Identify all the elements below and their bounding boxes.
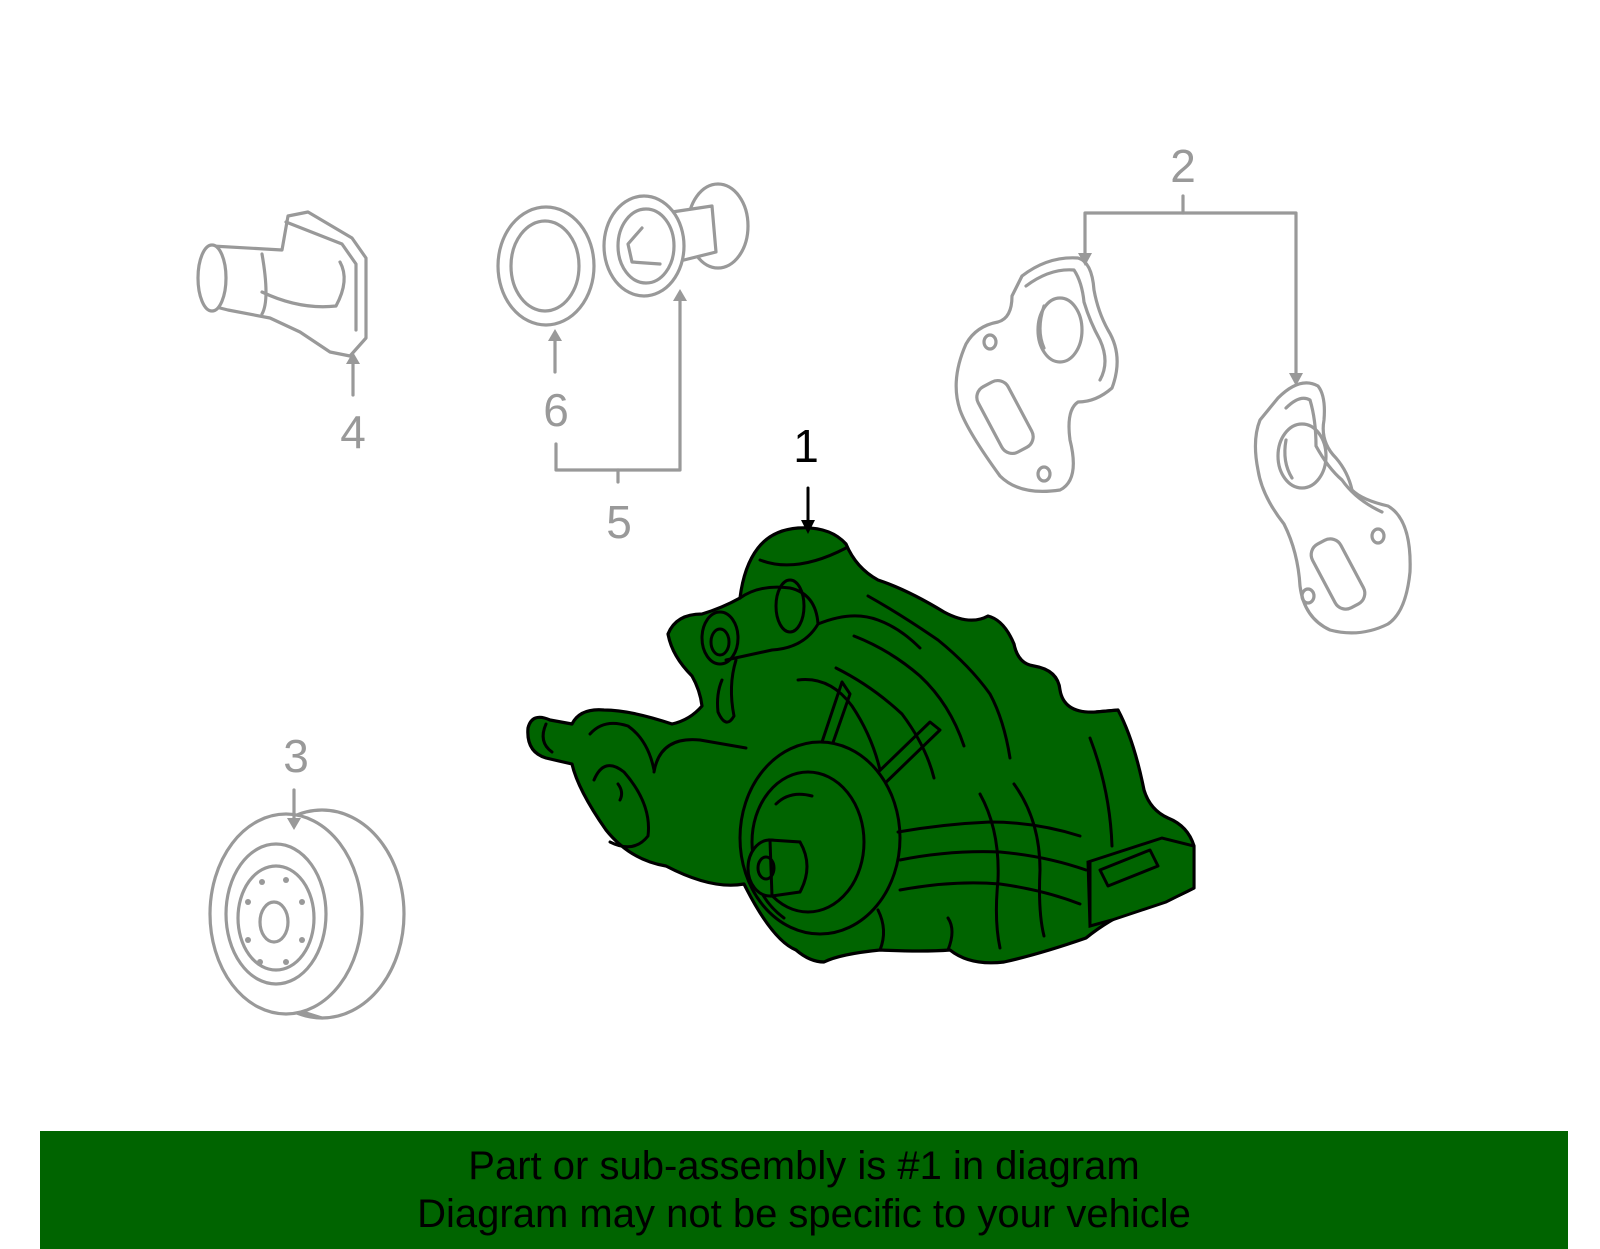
callout-4-leader [346, 352, 360, 397]
callout-2-leader [1078, 194, 1303, 386]
part-2-gasket-lower[interactable] [1253, 381, 1412, 635]
callout-6-leader [548, 329, 562, 374]
callout-3-leader [287, 788, 301, 830]
callout-5-leader [554, 289, 687, 484]
callout-4[interactable]: 4 [340, 406, 366, 458]
callout-5[interactable]: 5 [606, 496, 632, 548]
callout-2[interactable]: 2 [1170, 140, 1196, 192]
banner-line-disclaimer: Diagram may not be specific to your vehi… [417, 1192, 1191, 1236]
callout-3[interactable]: 3 [283, 730, 309, 782]
part-4-housing[interactable] [196, 210, 368, 358]
part-1-water-pump[interactable] [526, 526, 1196, 965]
parts-diagram: 4 6 5 [196, 140, 1412, 1020]
banner-line-part-number: Part or sub-assembly is #1 in diagram [468, 1144, 1140, 1188]
footer-banner: Part or sub-assembly is #1 in diagram Di… [40, 1131, 1568, 1249]
callout-1-leader [801, 486, 815, 534]
callout-1[interactable]: 1 [793, 420, 819, 472]
callout-6[interactable]: 6 [543, 384, 569, 436]
part-5-thermostat[interactable] [602, 182, 750, 298]
part-6-gasket[interactable] [496, 205, 596, 327]
part-3-pulley[interactable] [208, 808, 406, 1020]
part-2-gasket-upper[interactable] [954, 256, 1119, 493]
